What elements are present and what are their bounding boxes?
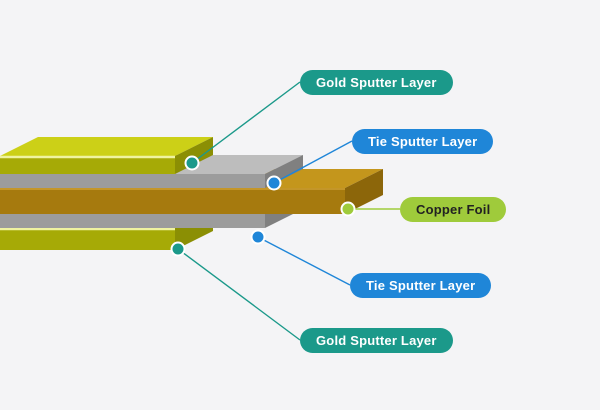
copper-foil-side-face <box>345 169 383 214</box>
copper-foil-front-face <box>0 188 345 214</box>
tie-bottom-connector-dot <box>250 229 266 245</box>
tie-bottom-connector-line <box>257 236 351 286</box>
gold-bottom-connector-dot <box>170 241 186 257</box>
gold-sputter-top-layer <box>0 137 213 174</box>
gold-sputter-top-top-face <box>0 137 213 156</box>
label-gold-sputter-top: Gold Sputter Layer <box>300 70 453 95</box>
tie-top-connector-dot <box>266 175 282 191</box>
tie-sputter-top-front-face <box>0 174 265 188</box>
label-tie-sputter-bottom: Tie Sputter Layer <box>350 273 492 298</box>
gold-sputter-bottom-front-face <box>0 228 175 250</box>
label-tie-sputter-top: Tie Sputter Layer <box>352 129 494 154</box>
label-gold-sputter-bottom: Gold Sputter Layer <box>300 328 453 353</box>
label-copper-foil: Copper Foil <box>400 197 507 222</box>
gold-bottom-connector-line <box>177 248 301 341</box>
gold-sputter-top-side-face <box>175 137 213 174</box>
copper-foil-connector-dot <box>340 201 356 217</box>
gold-top-connector-dot <box>184 155 200 171</box>
tie-top-connector-line <box>273 140 353 184</box>
gold-sputter-top-front-face <box>0 156 175 174</box>
tie-sputter-bottom-front-face <box>0 214 265 228</box>
gold-top-connector-line <box>191 81 301 164</box>
